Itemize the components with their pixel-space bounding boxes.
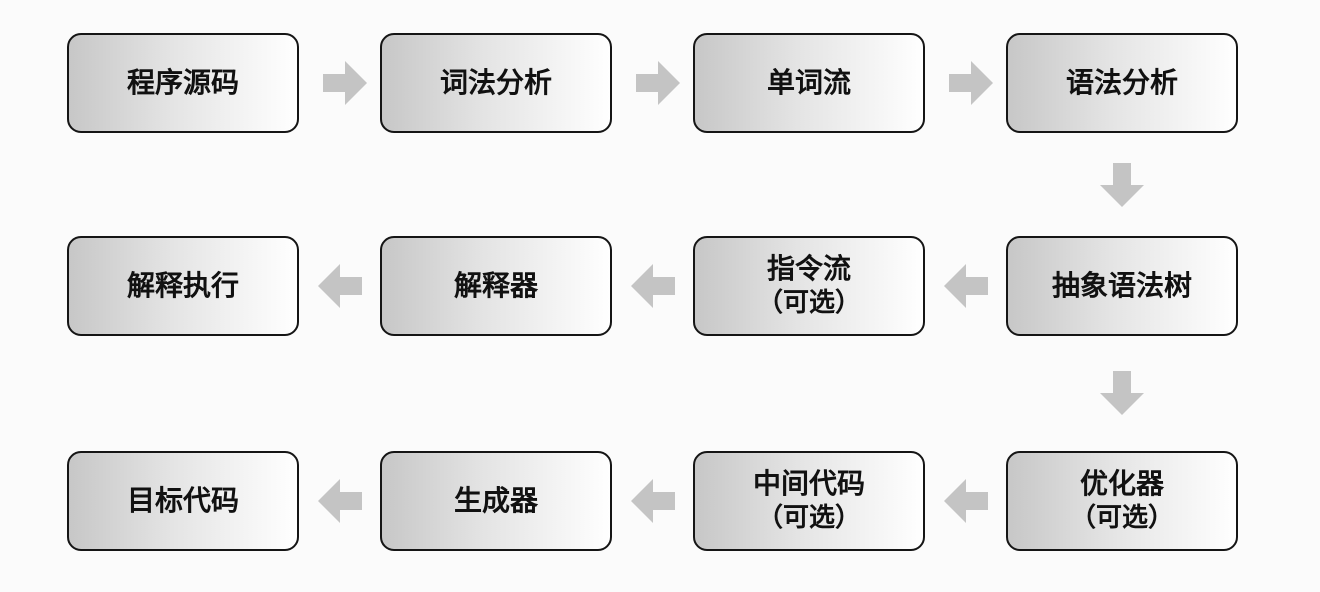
arrow-left-icon (631, 264, 675, 308)
arrow-left-icon (318, 264, 362, 308)
node-lexical-analysis: 词法分析 (380, 33, 612, 133)
node-label: 中间代码 (752, 466, 865, 500)
arrow-left-icon (944, 479, 988, 523)
node-instruction-stream: 指令流 （可选） (693, 236, 925, 336)
node-interpreter: 解释器 (380, 236, 612, 336)
arrow-right-icon (636, 61, 680, 105)
arrow-down-icon (1100, 163, 1144, 207)
node-label-optional: （可选） (1069, 503, 1174, 534)
arrow-down-icon (1100, 371, 1144, 415)
node-generator: 生成器 (380, 451, 612, 551)
node-ast: 抽象语法树 (1006, 236, 1238, 336)
node-label: 目标代码 (126, 483, 239, 517)
arrow-left-icon (631, 479, 675, 523)
node-syntax-analysis: 语法分析 (1006, 33, 1238, 133)
node-label: 词法分析 (439, 65, 552, 99)
node-label: 抽象语法树 (1051, 268, 1192, 302)
node-label: 解释器 (453, 268, 538, 302)
arrow-left-icon (318, 479, 362, 523)
node-label: 解释执行 (126, 268, 239, 302)
node-label-optional: （可选） (756, 288, 861, 319)
node-intermediate-code: 中间代码 （可选） (693, 451, 925, 551)
node-interpret-execute: 解释执行 (67, 236, 299, 336)
node-target-code: 目标代码 (67, 451, 299, 551)
node-token-stream: 单词流 (693, 33, 925, 133)
node-label: 优化器 (1079, 466, 1164, 500)
arrow-left-icon (944, 264, 988, 308)
arrow-right-icon (949, 61, 993, 105)
node-source-code: 程序源码 (67, 33, 299, 133)
node-label: 单词流 (766, 65, 851, 99)
arrow-right-icon (323, 61, 367, 105)
node-label: 程序源码 (126, 65, 239, 99)
node-label: 生成器 (453, 483, 538, 517)
node-optimizer: 优化器 （可选） (1006, 451, 1238, 551)
node-label: 语法分析 (1065, 65, 1178, 99)
node-label-optional: （可选） (756, 503, 861, 534)
node-label: 指令流 (766, 251, 851, 285)
